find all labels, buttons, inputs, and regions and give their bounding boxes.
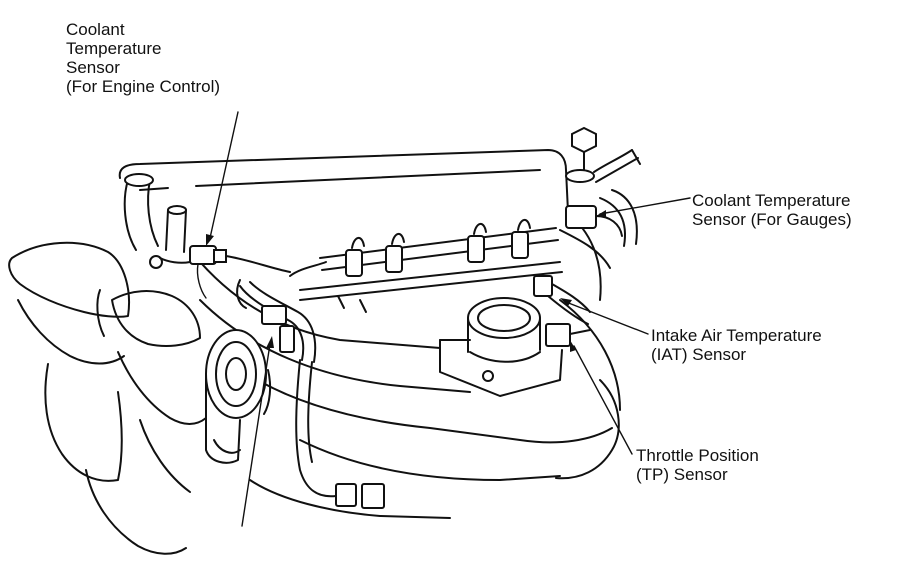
label-ect-gauges: Coolant Temperature Sensor (For Gauges): [692, 191, 852, 229]
arrowhead-ect-engine: [206, 234, 214, 246]
arrowhead-crank-sensor: [266, 336, 274, 348]
label-ect-engine-control: Coolant Temperature Sensor (For Engine C…: [66, 20, 220, 96]
coolant-pipe: [123, 173, 191, 269]
iat-sensor: [533, 275, 591, 325]
label-tp-sensor: Throttle Position (TP) Sensor: [636, 446, 759, 484]
label-iat-line1: Intake Air Temperature: [651, 326, 822, 345]
label-ect-engine-line3: Sensor: [66, 58, 120, 77]
leader-ect-engine: [209, 111, 239, 239]
label-iat-line2: (IAT) Sensor: [651, 345, 747, 364]
label-ect-engine-line2: Temperature: [66, 39, 162, 58]
gauge-sensor-assembly: [559, 126, 641, 269]
leader-tp: [573, 345, 633, 455]
arrowhead-gauge: [596, 210, 606, 218]
arrowhead-tp: [570, 340, 576, 352]
label-ect-gauge-line1: Coolant Temperature: [692, 191, 851, 210]
engine-block: [118, 149, 621, 519]
cooling-fan: [8, 241, 207, 555]
leader-crank-sensor: [241, 343, 271, 527]
label-tp-line2: (TP) Sensor: [636, 465, 728, 484]
label-iat-sensor: Intake Air Temperature (IAT) Sensor: [651, 326, 822, 364]
throttle-body: [439, 297, 591, 397]
label-tp-line1: Throttle Position: [636, 446, 759, 465]
leader-lines: [206, 111, 691, 527]
label-ect-engine-line4: (For Engine Control): [66, 77, 221, 96]
label-ect-engine-line1: Coolant: [66, 20, 125, 39]
crank-pulley: [205, 329, 267, 464]
leader-gauge: [599, 197, 691, 215]
fuel-rail: [289, 219, 563, 313]
label-ect-gauge-line2: Sensor (For Gauges): [692, 210, 852, 229]
wiring-harness: [236, 279, 385, 509]
arrowhead-iat: [560, 298, 572, 306]
leader-iat: [565, 301, 649, 335]
ect-engine-sensor: [189, 245, 291, 299]
